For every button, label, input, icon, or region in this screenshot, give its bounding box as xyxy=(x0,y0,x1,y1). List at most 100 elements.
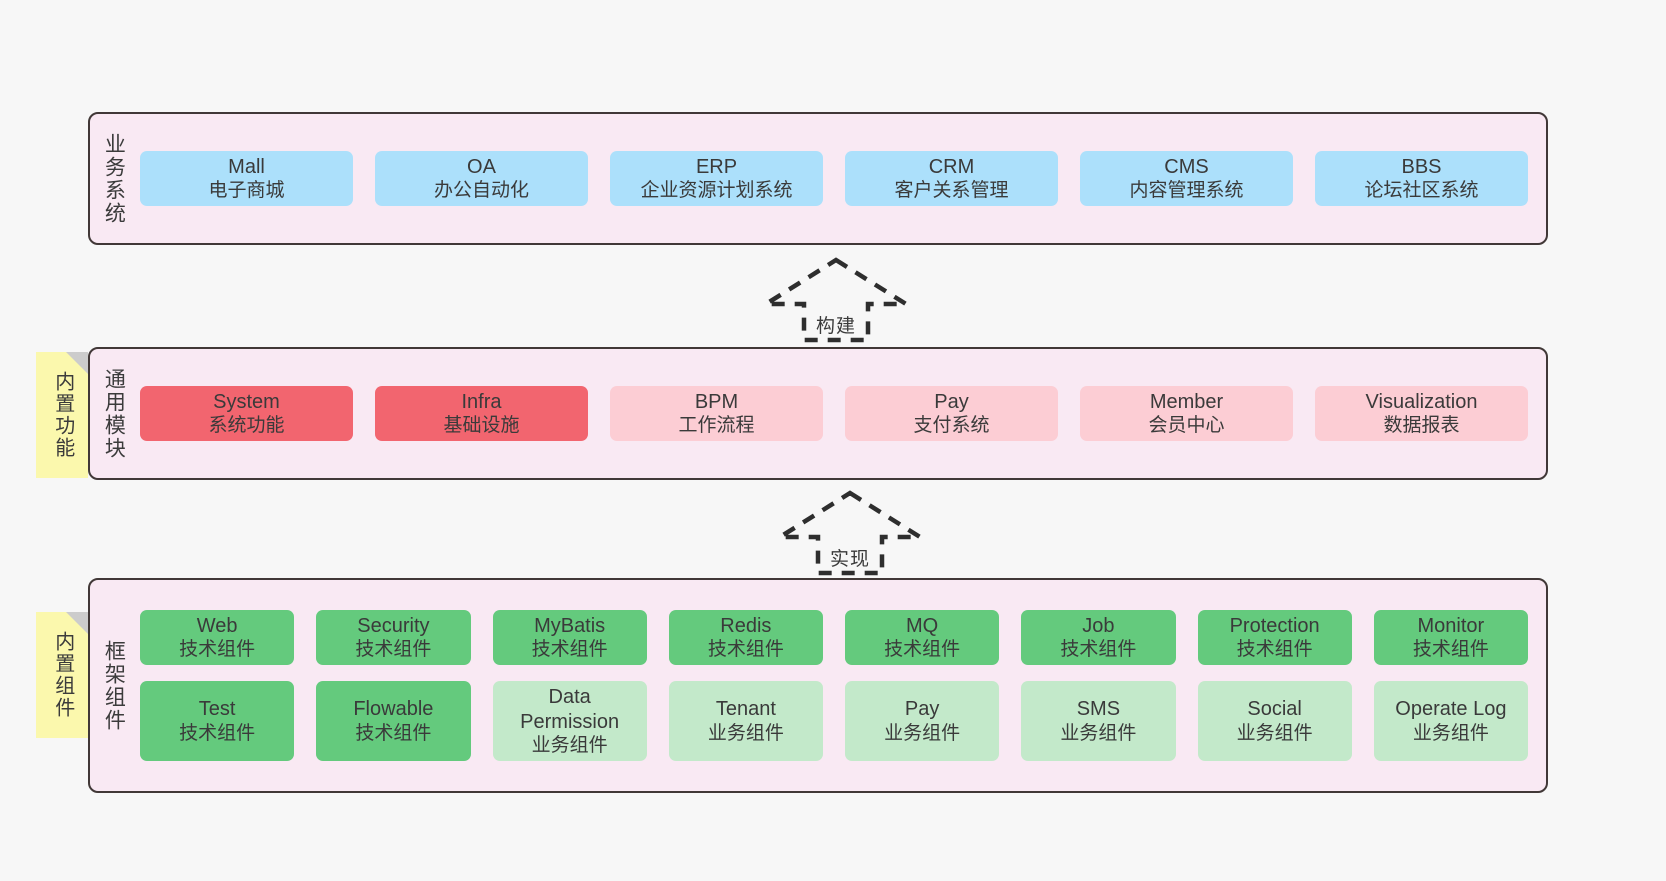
card-title: BPM xyxy=(694,390,739,413)
card-subtitle: 业务组件 xyxy=(884,722,961,744)
card-subtitle: 技术组件 xyxy=(884,639,961,661)
card-subtitle: 论坛社区系统 xyxy=(1364,180,1479,202)
module-card-monitor[interactable]: Monitor 技术组件 xyxy=(1373,609,1528,666)
card-subtitle: 支付系统 xyxy=(913,415,990,437)
card-title: Pay xyxy=(934,390,969,413)
layer-business-systems: 业务系统 Mall 电子商城 OA 办公自动化 ERP 企业资源计划系统 CRM… xyxy=(88,112,1548,245)
note-text: 内置功能 xyxy=(51,371,74,459)
layer-body-frame: Web 技术组件 Security 技术组件 MyBatis 技术组件 Redi… xyxy=(136,580,1546,791)
module-card-data-permission[interactable]: Data Permission 业务组件 xyxy=(492,681,647,762)
card-subtitle: 基础设施 xyxy=(443,415,520,437)
card-title: Tenant xyxy=(715,698,776,721)
arrow-implement: 实现 xyxy=(770,487,930,577)
module-card-mq[interactable]: MQ 技术组件 xyxy=(845,609,1000,666)
module-card-web[interactable]: Web 技术组件 xyxy=(140,609,295,666)
card-title: Infra xyxy=(461,390,502,413)
card-title: Protection xyxy=(1229,614,1320,637)
layer-title-modules: 通用模块 xyxy=(102,367,126,460)
note-text: 内置组件 xyxy=(51,631,74,719)
layer-framework-components: 框架组件 Web 技术组件 Security 技术组件 MyBatis 技术组件… xyxy=(88,578,1548,793)
card-title: OA xyxy=(467,155,496,178)
module-card-visualization[interactable]: Visualization 数据报表 xyxy=(1315,385,1528,442)
card-title: Flowable xyxy=(353,698,434,721)
card-title: Monitor xyxy=(1417,614,1485,637)
module-card-operate-log[interactable]: Operate Log 业务组件 xyxy=(1373,681,1528,762)
card-subtitle: 技术组件 xyxy=(355,722,432,744)
card-subtitle: 业务组件 xyxy=(1060,722,1137,744)
layer-row: Test 技术组件 Flowable 技术组件 Data Permission … xyxy=(140,681,1528,762)
module-card-protection[interactable]: Protection 技术组件 xyxy=(1197,609,1352,666)
card-subtitle: 技术组件 xyxy=(707,639,784,661)
card-title: MQ xyxy=(906,614,939,637)
note-fold-corner-icon xyxy=(66,612,88,634)
card-title: Data Permission xyxy=(520,686,620,733)
card-subtitle: 电子商城 xyxy=(208,180,285,202)
card-subtitle: 业务组件 xyxy=(531,735,608,757)
card-title: Social xyxy=(1247,698,1302,721)
module-card-mall[interactable]: Mall 电子商城 xyxy=(140,150,353,207)
module-card-job[interactable]: Job 技术组件 xyxy=(1021,609,1176,666)
module-card-test[interactable]: Test 技术组件 xyxy=(140,681,295,762)
card-subtitle: 技术组件 xyxy=(355,639,432,661)
card-title: Web xyxy=(196,614,238,637)
card-subtitle: 业务组件 xyxy=(1412,722,1489,744)
layer-common-modules: 通用模块 System 系统功能 Infra 基础设施 BPM 工作流程 Pay… xyxy=(88,347,1548,480)
card-title: Member xyxy=(1149,390,1224,413)
card-subtitle: 技术组件 xyxy=(531,639,608,661)
card-subtitle: 技术组件 xyxy=(179,639,256,661)
card-subtitle: 会员中心 xyxy=(1148,415,1225,437)
module-card-pay[interactable]: Pay 支付系统 xyxy=(845,385,1058,442)
card-title: ERP xyxy=(695,155,738,178)
layer-row: Web 技术组件 Security 技术组件 MyBatis 技术组件 Redi… xyxy=(140,609,1528,666)
module-card-crm[interactable]: CRM 客户关系管理 xyxy=(845,150,1058,207)
card-title: BBS xyxy=(1401,155,1442,178)
layer-title-frame: 框架组件 xyxy=(102,639,126,732)
card-title: Job xyxy=(1082,614,1115,637)
card-title: System xyxy=(213,390,280,413)
card-subtitle: 业务组件 xyxy=(1236,722,1313,744)
card-subtitle: 技术组件 xyxy=(1060,639,1137,661)
card-subtitle: 技术组件 xyxy=(1412,639,1489,661)
module-card-oa[interactable]: OA 办公自动化 xyxy=(375,150,588,207)
layer-body-modules: System 系统功能 Infra 基础设施 BPM 工作流程 Pay 支付系统… xyxy=(136,349,1546,478)
card-subtitle: 数据报表 xyxy=(1383,415,1460,437)
module-card-sms[interactable]: SMS 业务组件 xyxy=(1021,681,1176,762)
card-title: CMS xyxy=(1164,155,1209,178)
sticky-note-builtin-functions: 内置功能 xyxy=(36,352,88,478)
layer-title-business: 业务系统 xyxy=(102,132,126,225)
card-title: Test xyxy=(198,698,236,721)
sticky-note-builtin-components: 内置组件 xyxy=(36,612,88,738)
module-card-pay-business[interactable]: Pay 业务组件 xyxy=(845,681,1000,762)
card-subtitle: 工作流程 xyxy=(678,415,755,437)
card-subtitle: 企业资源计划系统 xyxy=(640,180,793,202)
module-card-member[interactable]: Member 会员中心 xyxy=(1080,385,1293,442)
card-title: SMS xyxy=(1076,698,1121,721)
module-card-security[interactable]: Security 技术组件 xyxy=(316,609,471,666)
module-card-redis[interactable]: Redis 技术组件 xyxy=(668,609,823,666)
card-subtitle: 业务组件 xyxy=(707,722,784,744)
layer-row: System 系统功能 Infra 基础设施 BPM 工作流程 Pay 支付系统… xyxy=(140,385,1528,442)
module-card-erp[interactable]: ERP 企业资源计划系统 xyxy=(610,150,823,207)
module-card-bbs[interactable]: BBS 论坛社区系统 xyxy=(1315,150,1528,207)
module-card-social[interactable]: Social 业务组件 xyxy=(1197,681,1352,762)
module-card-flowable[interactable]: Flowable 技术组件 xyxy=(316,681,471,762)
module-card-cms[interactable]: CMS 内容管理系统 xyxy=(1080,150,1293,207)
module-card-bpm[interactable]: BPM 工作流程 xyxy=(610,385,823,442)
card-title: Mall xyxy=(228,155,265,178)
card-title: CRM xyxy=(928,155,975,178)
card-title: MyBatis xyxy=(534,614,606,637)
card-subtitle: 技术组件 xyxy=(179,722,256,744)
card-title: Pay xyxy=(904,698,940,721)
module-card-system[interactable]: System 系统功能 xyxy=(140,385,353,442)
arrow-build: 构建 xyxy=(756,254,916,344)
card-title: Visualization xyxy=(1365,390,1478,413)
module-card-infra[interactable]: Infra 基础设施 xyxy=(375,385,588,442)
note-fold-corner-icon xyxy=(66,352,88,374)
layer-row: Mall 电子商城 OA 办公自动化 ERP 企业资源计划系统 CRM 客户关系… xyxy=(140,150,1528,207)
module-card-mybatis[interactable]: MyBatis 技术组件 xyxy=(492,609,647,666)
module-card-tenant[interactable]: Tenant 业务组件 xyxy=(668,681,823,762)
layer-body-business: Mall 电子商城 OA 办公自动化 ERP 企业资源计划系统 CRM 客户关系… xyxy=(136,114,1546,243)
card-subtitle: 办公自动化 xyxy=(433,180,529,202)
arrow-label-build: 构建 xyxy=(815,316,856,337)
